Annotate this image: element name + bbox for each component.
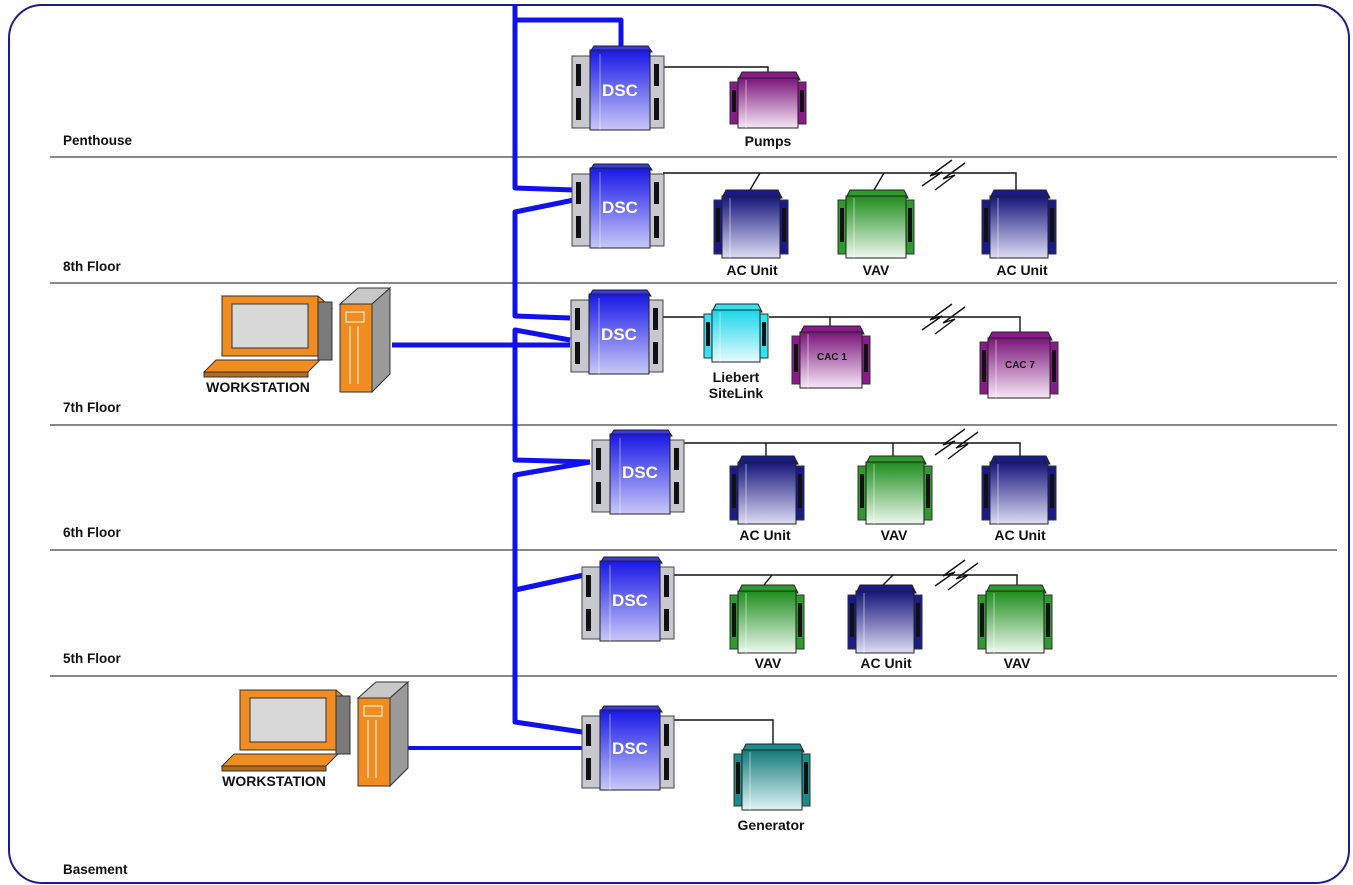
- generator-unit: [733, 743, 811, 811]
- generator-label: Generator: [738, 817, 805, 833]
- ac-unit-label: AC Unit: [994, 527, 1046, 543]
- wire-6th: [683, 442, 1021, 456]
- cac1-label: CAC 1: [817, 352, 847, 363]
- dsc-label: DSC: [612, 591, 648, 610]
- vav-label: VAV: [755, 655, 782, 671]
- trunk-6th-5th: [512, 459, 591, 593]
- workstation-label: WORKSTATION: [222, 773, 326, 789]
- device-wires: [657, 66, 1021, 744]
- vav-unit: [837, 189, 915, 259]
- wire-5th-vav: [763, 574, 773, 586]
- device-labels: DSC DSC DSC DSC DSC DSC Pumps AC Unit VA…: [206, 81, 1048, 833]
- break-6th-b: [947, 431, 979, 460]
- trunk-penthouse-8th: [512, 20, 575, 193]
- break-5th-b: [947, 562, 979, 591]
- dsc-label: DSC: [602, 81, 638, 100]
- workstation-basement: [220, 680, 410, 788]
- wire-8th: [663, 172, 1017, 190]
- ac-unit: [981, 455, 1057, 525]
- wire-5th-ac: [882, 574, 894, 586]
- dsc-8th-floor: [571, 163, 665, 249]
- ac-unit-label: AC Unit: [726, 262, 778, 278]
- vav-label: VAV: [1004, 655, 1031, 671]
- pumps-label: Pumps: [745, 133, 792, 149]
- liebert-sitelink-unit: [703, 303, 769, 363]
- wire-7th-cac: [769, 316, 1021, 332]
- vav-label: VAV: [881, 527, 908, 543]
- trunk-top-loop: [512, 4, 624, 46]
- liebert-label: Liebert: [713, 369, 760, 385]
- floor-label-7th: 7th Floor: [63, 400, 121, 415]
- workstation-7th-floor: [202, 286, 392, 394]
- floor-labels: Penthouse 8th Floor 7th Floor 6th Floor …: [63, 133, 133, 877]
- dsc-6th-floor: [591, 429, 685, 515]
- vav-unit: [729, 584, 805, 654]
- cac1-unit: [791, 325, 871, 389]
- floor-label-8th: 8th Floor: [63, 259, 121, 274]
- pumps-unit: [729, 71, 807, 129]
- dsc-5th-floor: [581, 556, 675, 642]
- network-trunk: [392, 4, 624, 750]
- dsc-label: DSC: [602, 198, 638, 217]
- break-7th-b: [934, 306, 966, 335]
- ac-unit: [729, 455, 805, 525]
- vav-unit: [857, 455, 933, 525]
- break-6th: [934, 428, 966, 456]
- dsc-label: DSC: [622, 463, 658, 482]
- cac7-unit: [979, 331, 1059, 399]
- floor-label-5th: 5th Floor: [63, 651, 121, 666]
- floor-label-penthouse: Penthouse: [63, 133, 133, 148]
- ac-unit-label: AC Unit: [739, 527, 791, 543]
- dsc-label: DSC: [612, 739, 648, 758]
- break-8th-b: [934, 162, 966, 191]
- ac-unit: [847, 584, 923, 654]
- dsc-penthouse: [571, 45, 665, 131]
- dsc-7th-floor: [570, 289, 664, 375]
- break-5th: [934, 559, 966, 587]
- floor-label-basement: Basement: [63, 862, 128, 877]
- ac-unit-label: AC Unit: [860, 655, 912, 671]
- ac-unit-label: AC Unit: [996, 262, 1048, 278]
- trunk-8th-7th: [512, 197, 575, 321]
- devices-layer: [202, 45, 1059, 811]
- workstation-label: WORKSTATION: [206, 379, 310, 395]
- wire-generator: [668, 719, 774, 744]
- cac7-label: CAC 7: [1005, 360, 1035, 371]
- wire-8th-ac: [749, 172, 761, 191]
- trunk-7th-6th: [512, 327, 591, 465]
- floor-dividers: [50, 156, 1337, 677]
- break-7th: [921, 303, 953, 331]
- break-8th: [921, 159, 953, 187]
- vav-unit: [977, 584, 1053, 654]
- floor-label-6th: 6th Floor: [63, 525, 121, 540]
- diagram-frame: [8, 4, 1350, 884]
- ac-unit: [981, 189, 1057, 259]
- dsc-basement: [581, 705, 675, 791]
- wire-5th: [674, 574, 1018, 585]
- trunk-5th-basement: [512, 572, 585, 735]
- ac-unit: [713, 189, 789, 259]
- dsc-label: DSC: [601, 325, 637, 344]
- sitelink-label: SiteLink: [709, 385, 764, 401]
- wire-8th-vav: [873, 172, 885, 191]
- vav-label: VAV: [863, 262, 890, 278]
